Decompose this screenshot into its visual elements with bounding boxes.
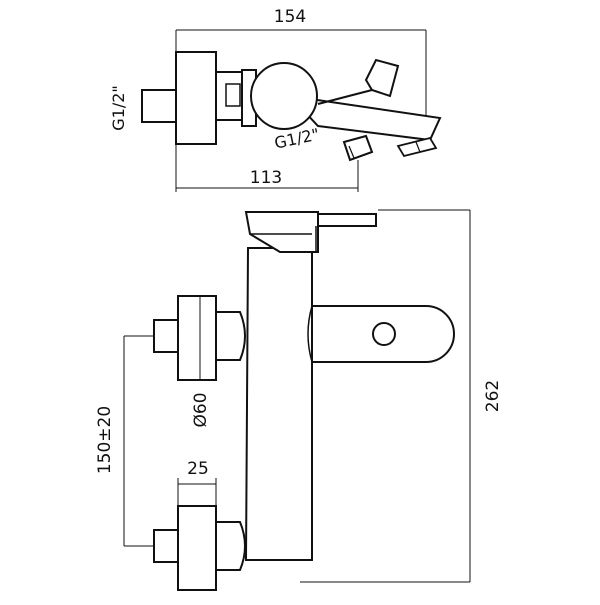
front-view: 262 150±20 Ø60 25 — [95, 209, 503, 591]
diverter-knob-front — [372, 322, 396, 346]
dim-label-154: 154 — [274, 7, 306, 27]
upper-inlet-stub — [153, 319, 179, 353]
connector-nut-top — [225, 83, 241, 107]
dim-label-262: 262 — [483, 380, 503, 412]
dim-label-113: 113 — [250, 168, 282, 188]
upper-eccentric-nut — [215, 311, 246, 361]
lower-eccentric-cover — [177, 505, 217, 591]
spout-joint — [307, 305, 313, 363]
dim-label-150: 150±20 — [95, 406, 115, 474]
main-body-column — [244, 247, 313, 561]
dim-label-25: 25 — [187, 459, 209, 479]
handle-lever — [317, 213, 377, 227]
top-view: 154 113 G1/2" G1/2" — [109, 7, 442, 192]
lever-top — [364, 58, 400, 98]
eccentric-cover-top — [175, 51, 217, 145]
handle-cap — [244, 211, 319, 253]
handle-body-top — [250, 62, 318, 130]
diverter-knob-detail — [348, 145, 355, 159]
lever-arm-top — [317, 89, 373, 105]
thread-label-inlet: G1/2" — [109, 85, 128, 131]
spout-tip-detail — [415, 141, 421, 153]
inlet-pipe-top — [141, 89, 177, 123]
lower-inlet-stub — [153, 529, 179, 563]
lower-eccentric-nut — [215, 521, 246, 571]
spout-tip-top — [396, 136, 438, 158]
dim-label-diameter: Ø60 — [191, 392, 211, 427]
upper-eccentric-cover — [177, 295, 217, 381]
diverter-knob-top — [342, 134, 374, 162]
